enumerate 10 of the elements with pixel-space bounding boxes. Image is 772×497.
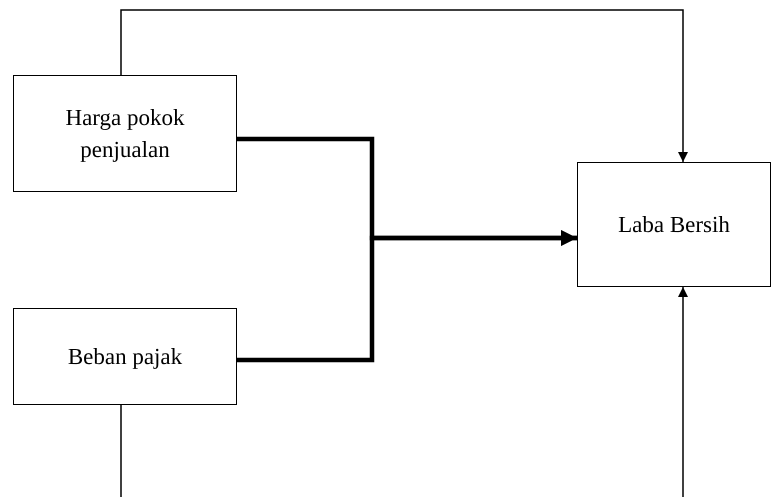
process-box bbox=[13, 308, 237, 405]
box-label: Laba Bersih bbox=[617, 210, 731, 239]
box-label: Harga pokok penjualan bbox=[64, 104, 186, 164]
arrow bbox=[678, 287, 688, 497]
arrow bbox=[237, 230, 577, 362]
connector-line bbox=[120, 405, 122, 497]
process-box bbox=[577, 162, 771, 287]
process-box bbox=[13, 75, 237, 192]
arrow bbox=[120, 9, 688, 162]
box-label: Beban pajak bbox=[66, 342, 184, 371]
